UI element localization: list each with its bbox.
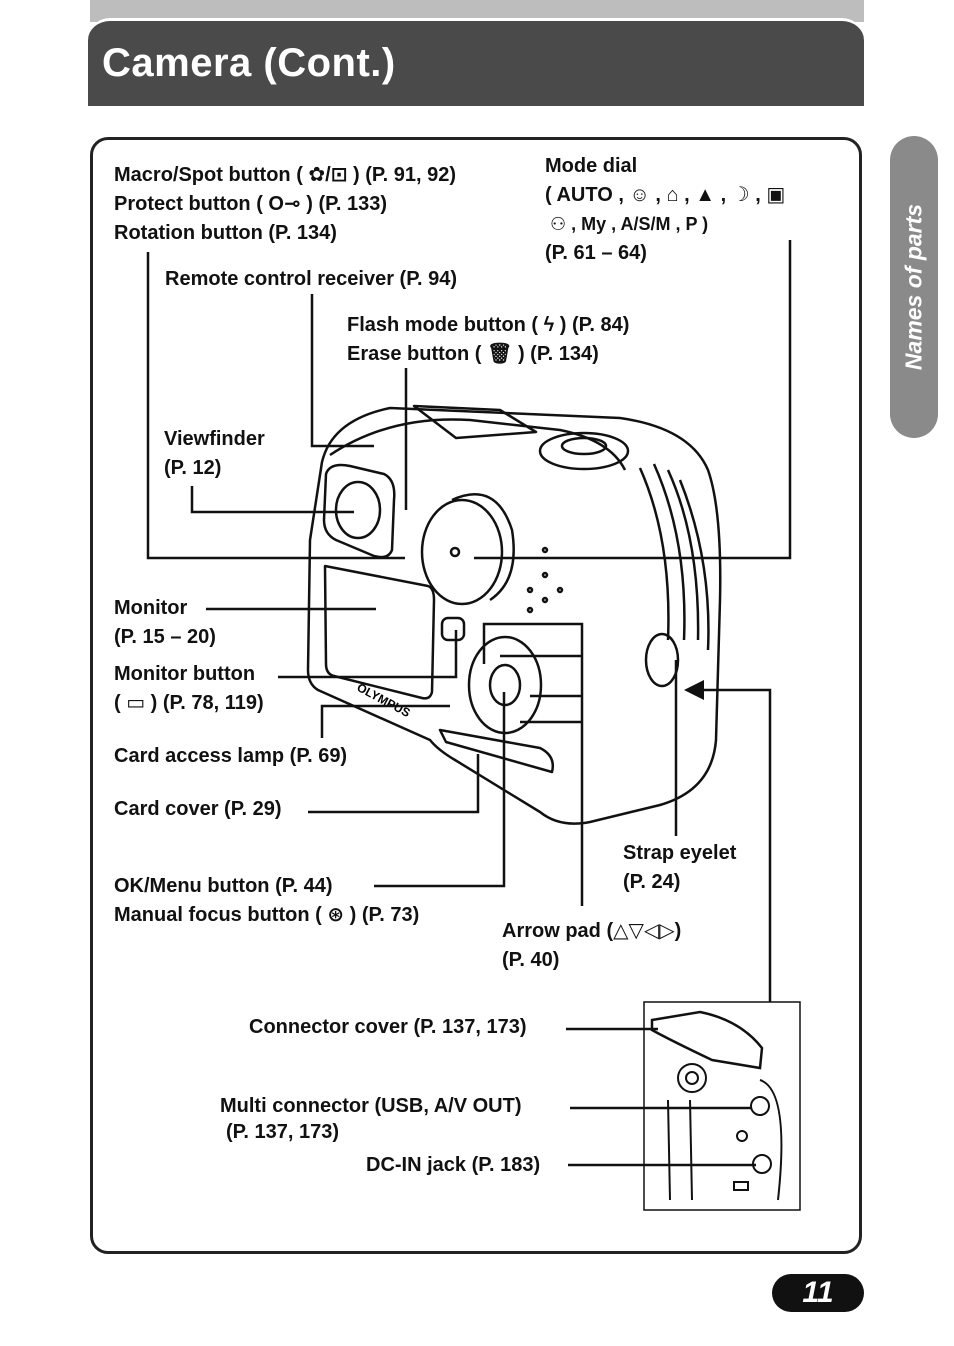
page-header: Camera (Cont.) bbox=[88, 18, 864, 106]
strap-eyelet-shape bbox=[644, 632, 680, 688]
connector-inset bbox=[643, 1001, 801, 1211]
mode-dial-icons-row2: ⚇ , My , A/S/M , P ) bbox=[550, 214, 709, 234]
connector-arrowhead bbox=[684, 680, 704, 700]
remote-receiver-label: Remote control receiver (P. 94) bbox=[165, 268, 457, 290]
macro-spot-label: Macro/Spot button ( ✿/⊡ ) (P. 91, 92) bbox=[114, 164, 457, 186]
strap-eyelet-page: (P. 24) bbox=[623, 871, 681, 893]
ok-menu-label: OK/Menu button (P. 44) bbox=[114, 875, 333, 897]
multi-connector-label: Multi connector (USB, A/V OUT) bbox=[220, 1095, 522, 1117]
diagram-panel bbox=[90, 137, 862, 1254]
arrow-pad-page: (P. 40) bbox=[502, 949, 560, 971]
camera-brand-text: OLYMPUS bbox=[355, 680, 413, 720]
mode-dial-icons-row1: ( AUTO , ☺ , ⌂ , ▲ , ☽ , ▣ bbox=[545, 184, 786, 206]
camera-top-face bbox=[329, 418, 627, 471]
card-access-lamp-label: Card access lamp (P. 69) bbox=[114, 745, 348, 767]
mode-dial-title: Mode dial bbox=[545, 155, 638, 177]
card-cover-shape bbox=[438, 728, 554, 774]
viewfinder-label: Viewfinder bbox=[164, 428, 265, 450]
monitor-label: Monitor bbox=[114, 597, 188, 619]
page-number: 11 bbox=[772, 1274, 864, 1312]
monitor-page: (P. 15 – 20) bbox=[114, 626, 216, 648]
lens-barrel bbox=[420, 498, 504, 606]
dc-in-label: DC-IN jack (P. 183) bbox=[366, 1154, 541, 1176]
mode-dial bbox=[538, 431, 630, 471]
rotation-label: Rotation button (P. 134) bbox=[114, 222, 337, 244]
protect-label: Protect button ( O⊸ ) (P. 133) bbox=[114, 193, 388, 215]
camera-side-ribs bbox=[638, 463, 710, 651]
flash-mode-label: Flash mode button ( ϟ ) (P. 84) bbox=[347, 314, 630, 336]
mode-dial-pages: (P. 61 – 64) bbox=[545, 242, 647, 264]
side-tab: Names of parts bbox=[890, 136, 938, 438]
card-cover-label: Card cover (P. 29) bbox=[114, 798, 282, 820]
multi-connector-page: (P. 137, 173) bbox=[226, 1121, 340, 1143]
page-title: Camera (Cont.) bbox=[102, 41, 396, 85]
camera-body-outline bbox=[306, 406, 722, 825]
top-gray-band bbox=[90, 0, 864, 22]
viewfinder-page: (P. 12) bbox=[164, 457, 222, 479]
strap-eyelet-label: Strap eyelet bbox=[623, 842, 737, 864]
arrow-pad-label: Arrow pad (△▽◁▷) bbox=[502, 920, 682, 942]
monitor-button-page: ( ▭ ) (P. 78, 119) bbox=[114, 692, 264, 714]
monitor-screen bbox=[323, 564, 436, 700]
viewfinder-window bbox=[322, 463, 396, 559]
connector-cover-label: Connector cover (P. 137, 173) bbox=[249, 1016, 527, 1038]
top-lcd bbox=[412, 404, 538, 440]
manual-focus-label: Manual focus button ( ⊛ ) (P. 73) bbox=[114, 904, 420, 926]
monitor-button-shape bbox=[440, 616, 466, 642]
monitor-button-label: Monitor button bbox=[114, 663, 256, 685]
erase-label: Erase button ( 🗑 ) (P. 134) bbox=[347, 343, 599, 365]
